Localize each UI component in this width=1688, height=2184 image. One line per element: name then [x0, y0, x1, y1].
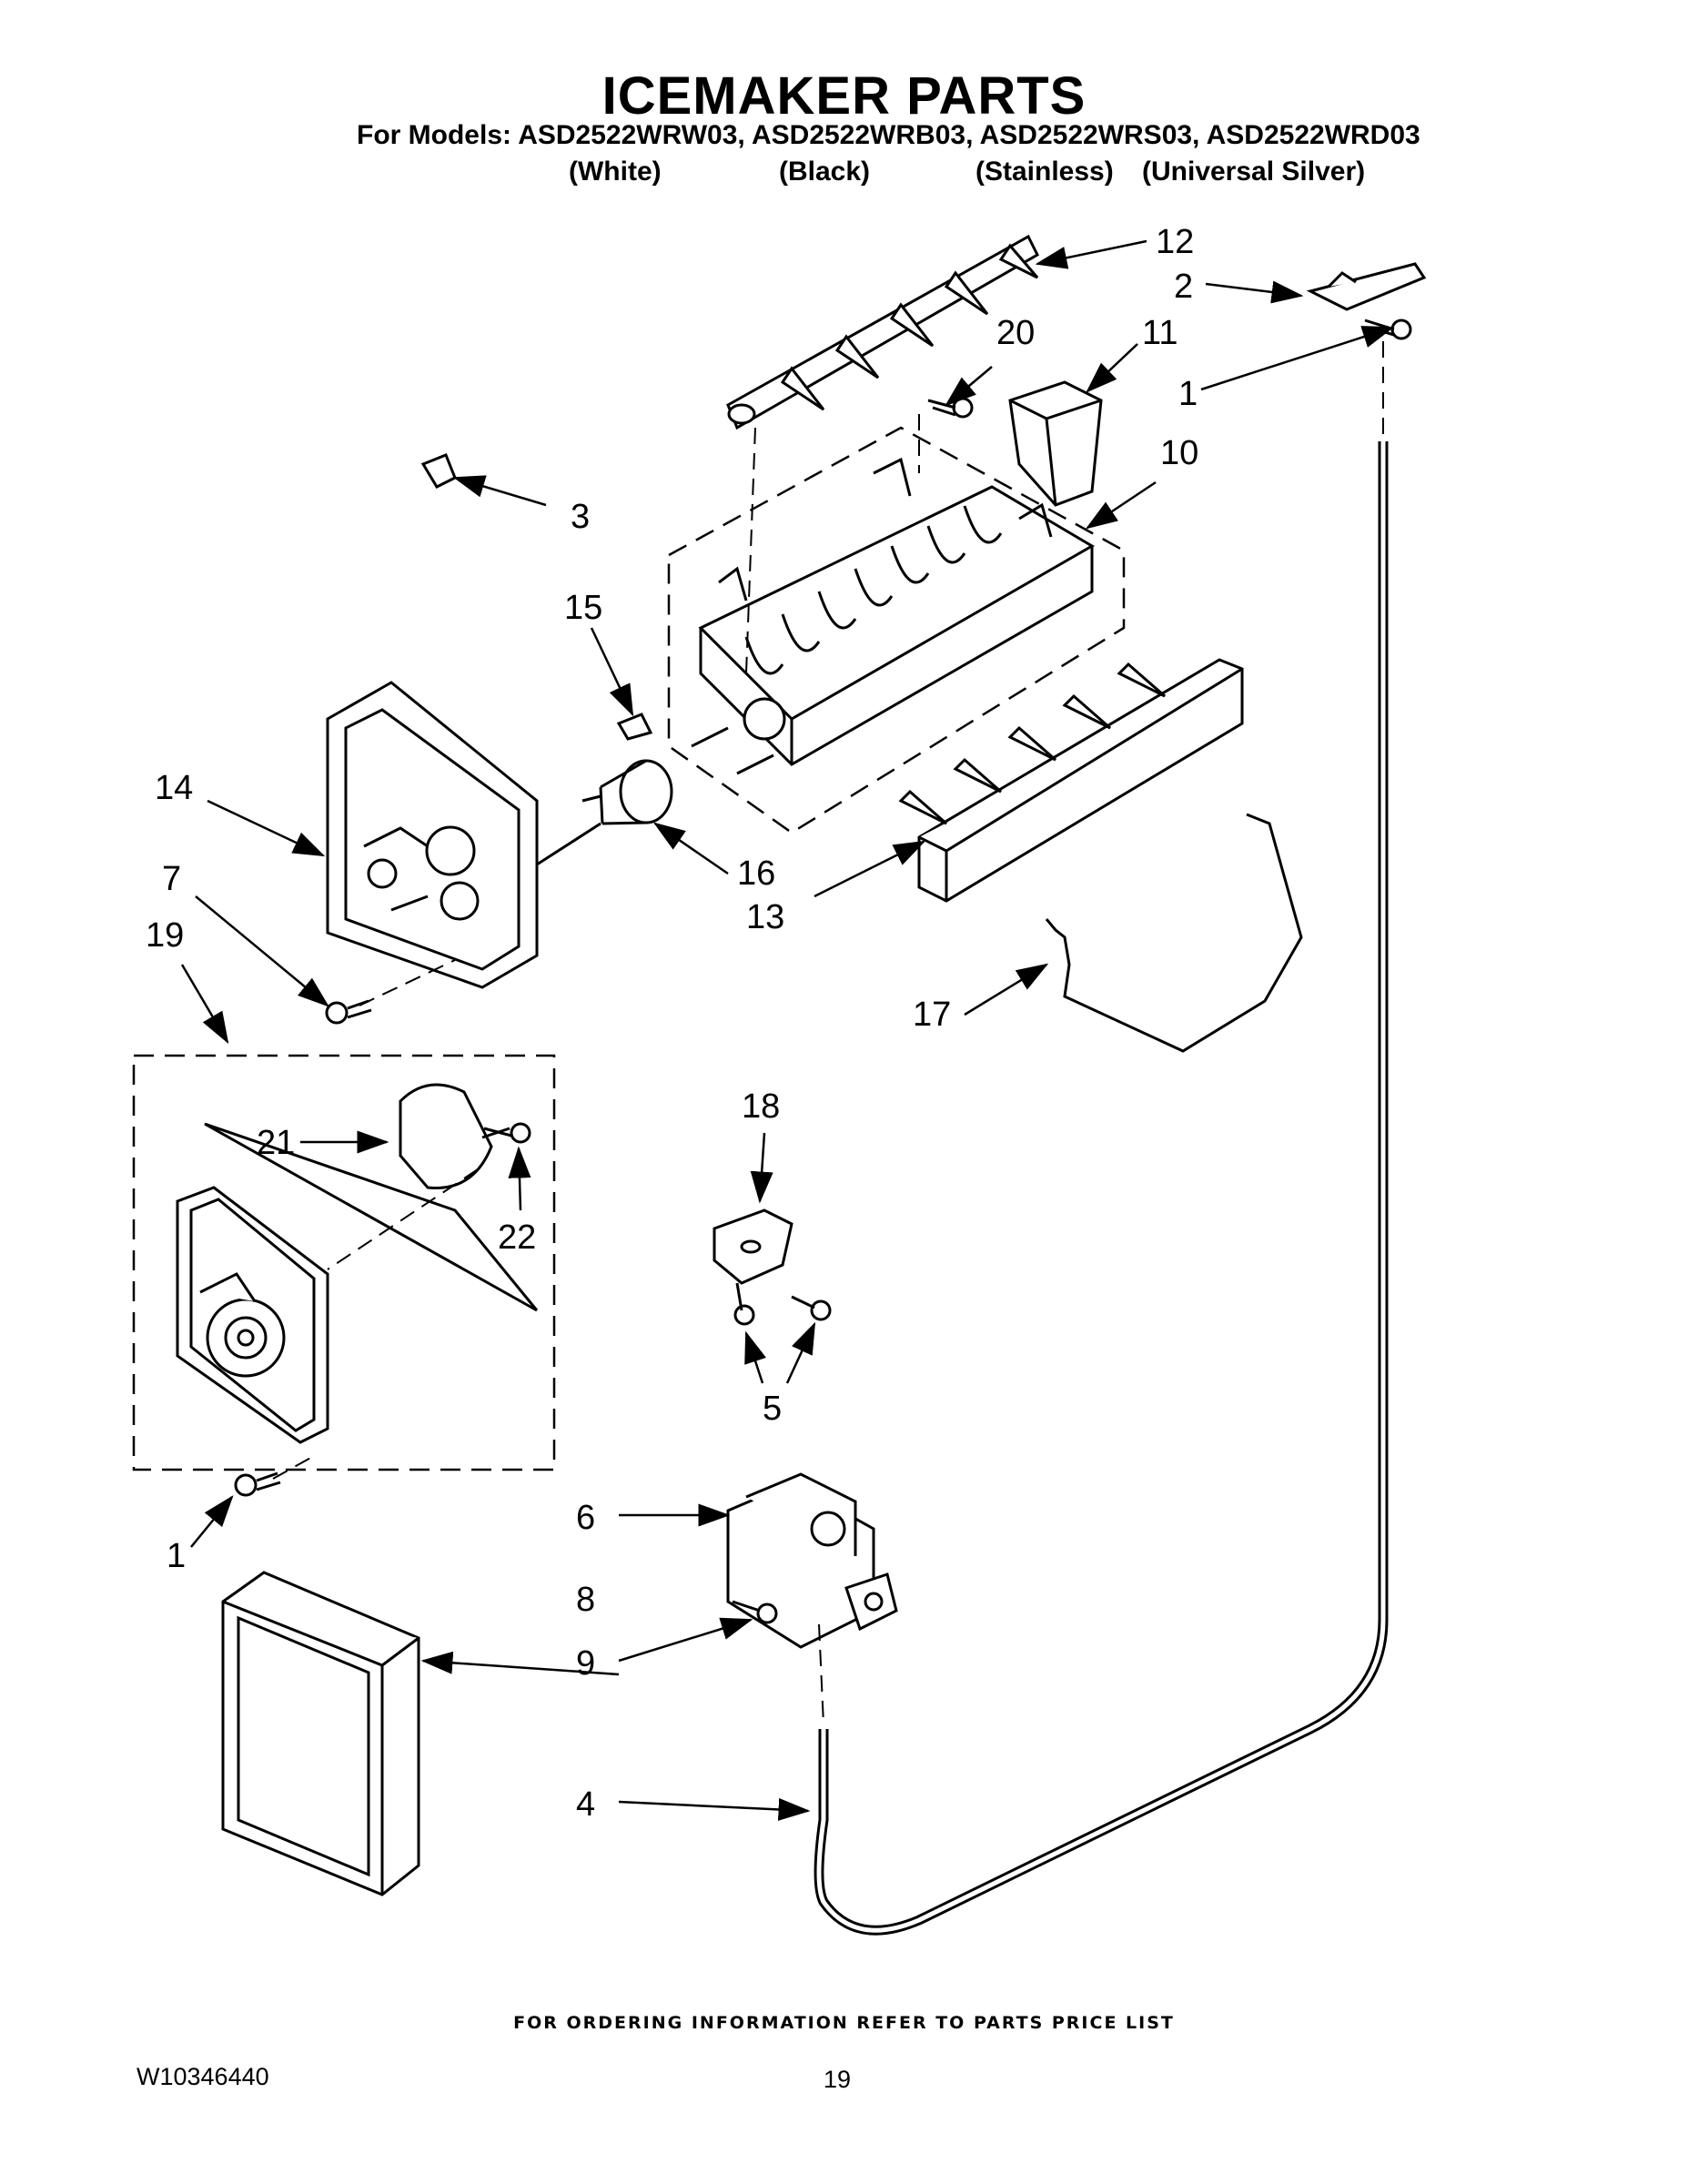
- part-8-cover: [221, 1571, 420, 1896]
- ordering-note: FOR ORDERING INFORMATION REFER TO PARTS …: [513, 2013, 1175, 2033]
- assembly-lines: [272, 341, 1384, 1725]
- variant-stainless: (Stainless): [975, 157, 1114, 187]
- callout-21: 21: [257, 1124, 295, 1162]
- callout-6: 6: [576, 1499, 595, 1537]
- part-1-screw-bottom: [234, 1471, 281, 1497]
- part-21-motor: [399, 1083, 510, 1189]
- part-10-mold-tray: [667, 426, 1126, 834]
- leader-arrows: [180, 239, 1395, 1821]
- callout-8: 8: [576, 1581, 595, 1619]
- callout-22: 22: [498, 1218, 536, 1257]
- callout-7: 7: [162, 860, 181, 898]
- callout-2: 2: [1174, 268, 1193, 306]
- part-15-clip: [616, 713, 653, 741]
- callout-19: 19: [146, 916, 184, 955]
- callout-13: 13: [746, 898, 784, 936]
- callout-1-top: 1: [1178, 375, 1198, 413]
- part-12-ejector: [726, 234, 1039, 430]
- callout-3: 3: [571, 498, 590, 536]
- part-14-module-housing: [326, 681, 601, 989]
- part-4-water-tube: [814, 441, 1389, 1936]
- callout-20: 20: [996, 314, 1035, 352]
- part-5-screws: [733, 1282, 832, 1326]
- variant-universal-silver: (Universal Silver): [1142, 157, 1366, 187]
- callout-16: 16: [737, 854, 775, 893]
- part-11-cover: [1008, 380, 1103, 507]
- page-title: ICEMAKER PARTS: [601, 66, 1087, 126]
- callout-10: 10: [1160, 434, 1198, 472]
- part-7-screw: [325, 999, 372, 1025]
- callout-12: 12: [1156, 223, 1194, 261]
- part-16-thermostat: [581, 759, 673, 825]
- part-17-bail-wire: [1045, 813, 1303, 1053]
- callout-17: 17: [913, 996, 951, 1034]
- callout-15: 15: [564, 589, 602, 627]
- callout-1-bottom: 1: [167, 1537, 186, 1575]
- part-9-screw: [732, 1600, 778, 1624]
- callout-14: 14: [155, 769, 193, 807]
- callout-5: 5: [763, 1390, 782, 1428]
- callout-4: 4: [576, 1785, 595, 1824]
- part-22-screw: [483, 1122, 531, 1144]
- part-19-assembly-box: [132, 1054, 556, 1471]
- page-number: 19: [824, 2066, 852, 2093]
- part-6-water-valve: [726, 1472, 898, 1649]
- part-3-clip: [420, 453, 457, 489]
- callout-9: 9: [576, 1644, 595, 1683]
- part-2-lever: [1306, 262, 1427, 311]
- part-18-bracket: [713, 1208, 793, 1285]
- document-number: W10346440: [136, 2063, 269, 2090]
- models-line: For Models: ASD2522WRW03, ASD2522WRB03, …: [357, 120, 1420, 150]
- variant-black: (Black): [779, 157, 871, 187]
- part-13-rake-cover: [898, 658, 1244, 903]
- callout-18: 18: [742, 1087, 780, 1126]
- part-19-motor-module: [176, 1122, 539, 1444]
- variant-white: (White): [569, 157, 662, 187]
- callout-labels: 12 2 20 11 1 3 10 15 14 7 19 16 13 17 21…: [146, 223, 1198, 1824]
- callout-11: 11: [1142, 314, 1178, 352]
